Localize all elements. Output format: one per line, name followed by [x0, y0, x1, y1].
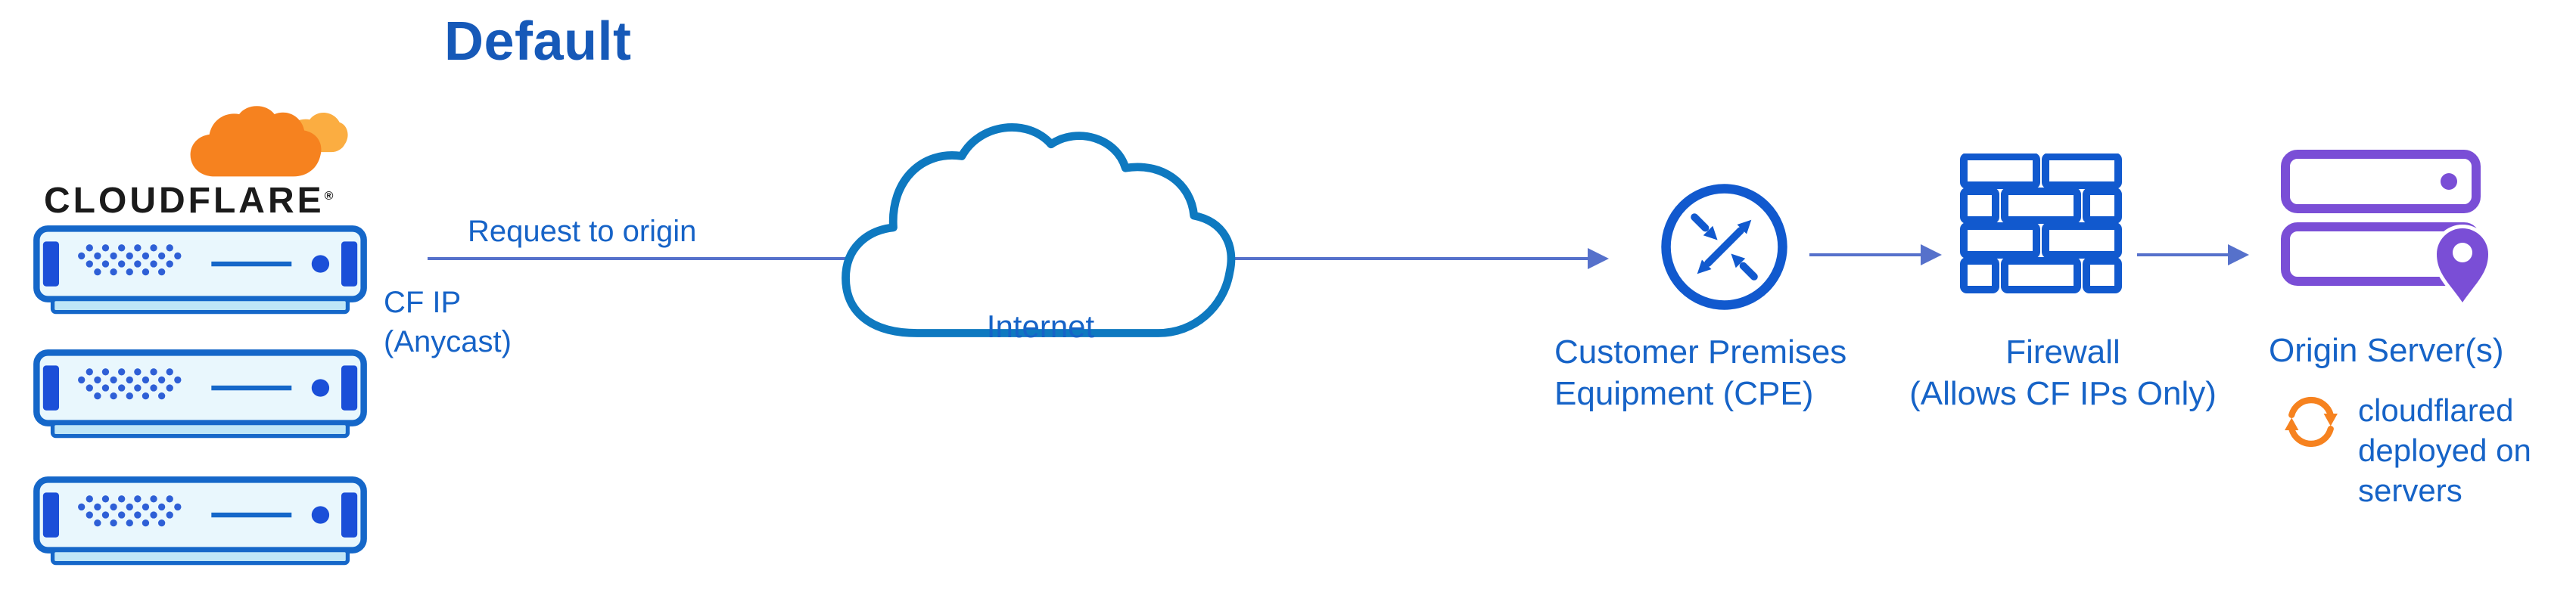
cf-ip-line2: (Anycast) [384, 325, 512, 358]
registered-mark: ® [324, 190, 334, 203]
request-to-origin-label: Request to origin [468, 215, 697, 248]
internet-cloud-icon [842, 123, 1236, 337]
diagram-title: Default [444, 11, 632, 72]
firewall-label-line2: (Allows CF IPs Only) [1909, 375, 2217, 412]
cpe-label-line1: Customer Premises [1554, 333, 1847, 371]
cpe-icon [1661, 184, 1787, 310]
firewall-label: Firewall (Allows CF IPs Only) [1889, 331, 2237, 414]
cloudflared-sync-icon [2285, 397, 2338, 447]
edge-server-icon [33, 225, 367, 315]
firewall-icon [1960, 154, 2122, 293]
origin-servers-icon [2281, 150, 2493, 309]
cpe-label-line2: Equipment (CPE) [1554, 375, 1814, 412]
cloudflare-wordmark: CLOUDFLARE® [44, 180, 333, 222]
origin-servers-label: Origin Server(s) [2269, 332, 2504, 369]
cloudflared-note-line1: cloudflared [2358, 392, 2514, 428]
edge-server-icon [33, 476, 367, 566]
cloudflare-wordmark-text: CLOUDFLARE [44, 181, 325, 221]
cloudflared-note: cloudflared deployed on servers [2358, 390, 2531, 510]
edge-server-icon [33, 349, 367, 439]
cf-ip-line1: CF IP [384, 286, 462, 319]
cloudflared-note-line3: servers [2358, 473, 2462, 508]
internet-label: Internet [986, 309, 1095, 344]
cf-ip-label: CF IP (Anycast) [384, 283, 512, 361]
cloudflare-cloud-icon [190, 106, 348, 177]
cloudflare-logo: CLOUDFLARE® [0, 0, 348, 221]
cloudflared-note-line2: deployed on [2358, 433, 2531, 468]
cpe-label: Customer Premises Equipment (CPE) [1554, 331, 1846, 414]
firewall-label-line1: Firewall [2005, 333, 2120, 371]
